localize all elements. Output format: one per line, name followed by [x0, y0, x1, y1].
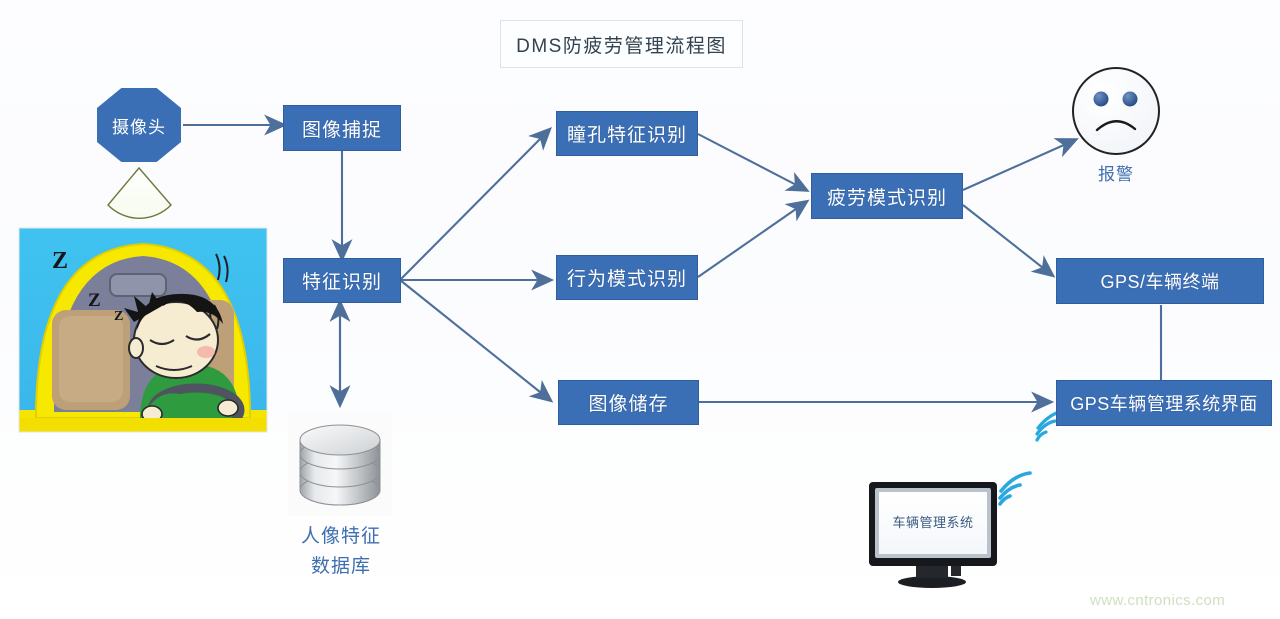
node-gps-vehicle-terminal-label: GPS/车辆终端 — [1100, 272, 1220, 292]
edge-behavior-to-fatigue — [697, 199, 810, 278]
monitor-icon — [869, 482, 997, 588]
node-feature-recognition-label: 特征识别 — [301, 272, 382, 293]
node-image-storage-label: 图像储存 — [588, 394, 669, 415]
node-fatigue-pattern-recognition-label: 疲劳模式识别 — [826, 187, 947, 209]
svg-text:Z: Z — [52, 248, 68, 274]
monitor-screen-label: 车辆管理系统 — [879, 512, 987, 531]
watermark: www.cntronics.com — [1090, 592, 1225, 609]
node-camera-label: 摄像头 — [112, 117, 166, 137]
watermark-text: www.cntronics.com — [1090, 592, 1226, 609]
database-label-line2: 数据库 — [310, 556, 371, 577]
node-gps-management-system-ui[interactable]: GPS车辆管理系统界面 — [1056, 380, 1272, 426]
camera-octagon-shape: 摄像头 — [97, 88, 181, 162]
edge-feature-to-pupil — [399, 127, 552, 281]
node-pupil-feature-recognition[interactable]: 瞳孔特征识别 — [556, 111, 698, 156]
edge-fatigue-to-gps-terminal — [962, 204, 1056, 278]
monitor-wifi-icon — [998, 471, 1032, 506]
alarm-label-text: 报警 — [1098, 165, 1134, 184]
node-fatigue-pattern-recognition[interactable]: 疲劳模式识别 — [811, 173, 963, 219]
node-behavior-pattern-recognition-label: 行为模式识别 — [566, 269, 687, 290]
database-label-line1: 人像特征 — [300, 526, 381, 547]
driver-photo-illustration: Z Z Z — [18, 227, 268, 433]
database-cylinder-icon — [288, 412, 392, 516]
database-label: 人像特征 数据库 — [270, 522, 412, 582]
edge-feature-to-storage — [399, 279, 554, 403]
camera-fov-cone — [107, 166, 172, 219]
sad-face-icon — [1072, 67, 1160, 155]
node-feature-recognition[interactable]: 特征识别 — [283, 258, 401, 303]
node-gps-management-system-ui-label: GPS车辆管理系统界面 — [1070, 394, 1258, 414]
node-image-capture[interactable]: 图像捕捉 — [283, 105, 401, 151]
diagram-title: DMS防疲劳管理流程图 — [500, 20, 743, 68]
node-camera[interactable]: 摄像头 — [97, 88, 181, 162]
node-behavior-pattern-recognition[interactable]: 行为模式识别 — [556, 255, 698, 300]
edge-fatigue-to-alarm — [962, 138, 1079, 191]
svg-text:Z: Z — [88, 290, 101, 311]
node-image-storage[interactable]: 图像储存 — [558, 380, 699, 425]
node-pupil-feature-recognition-label: 瞳孔特征识别 — [566, 125, 687, 146]
svg-text:Z: Z — [114, 309, 123, 324]
node-image-capture-label: 图像捕捉 — [301, 119, 382, 141]
edge-pupil-to-fatigue — [697, 133, 810, 192]
node-gps-vehicle-terminal[interactable]: GPS/车辆终端 — [1056, 258, 1264, 304]
monitor-screen-label-text: 车辆管理系统 — [892, 515, 974, 530]
alarm-label: 报警 — [1073, 160, 1159, 185]
diagram-title-text: DMS防疲劳管理流程图 — [516, 35, 727, 57]
